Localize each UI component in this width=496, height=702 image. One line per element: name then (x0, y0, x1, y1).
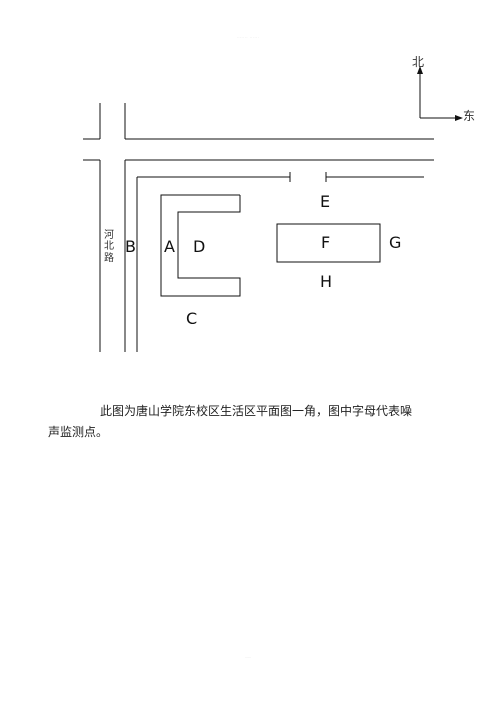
point-label-a: A (164, 237, 175, 256)
point-label-g: G (389, 233, 401, 252)
page-footer: ...... (244, 654, 252, 659)
point-label-e: E (320, 192, 330, 211)
point-label-f: F (321, 233, 330, 252)
compass-east-label: 东 (463, 109, 475, 123)
road-name-char: 北 (104, 240, 114, 252)
east-arrow-icon (455, 115, 463, 121)
figure-caption: 此图为唐山学院东校区生活区平面图一角，图中字母代表噪 声监测点。 (48, 401, 434, 443)
point-label-h: H (320, 272, 332, 291)
compass-north-label: 北 (412, 55, 424, 69)
point-label-d: D (193, 237, 205, 256)
page-header: ....... ...... (236, 34, 260, 39)
road-name-char: 路 (104, 251, 114, 264)
point-label-c: C (186, 309, 197, 328)
caption-line-2: 声监测点。 (48, 425, 109, 439)
road-lines (83, 103, 434, 352)
rectangular-building (276, 223, 381, 263)
u-shaped-building (160, 194, 241, 297)
compass: 北 东 (412, 55, 475, 123)
road-name-char: 河 (104, 229, 114, 241)
point-label-b: B (125, 237, 136, 256)
caption-line-1: 此图为唐山学院东校区生活区平面图一角，图中字母代表噪 (100, 404, 413, 418)
north-arrow-icon (417, 66, 423, 74)
